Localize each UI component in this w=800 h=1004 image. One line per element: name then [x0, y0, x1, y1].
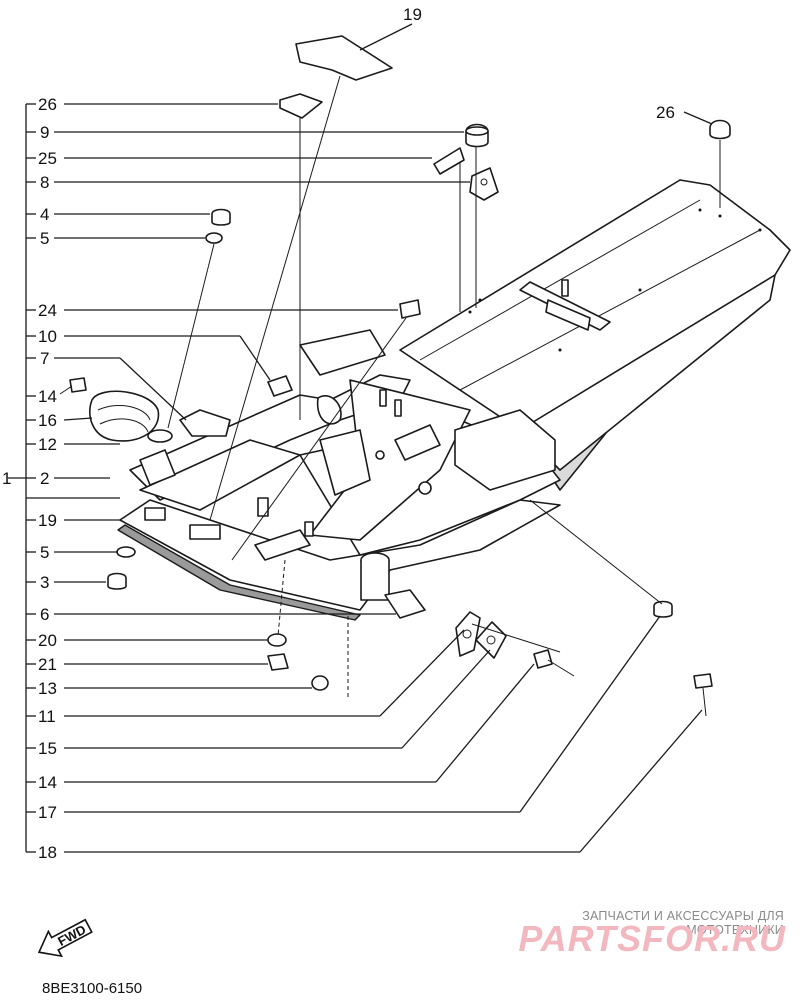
callout-17: 17	[38, 803, 57, 822]
callout-24: 26	[38, 95, 57, 114]
callout-23: 25	[38, 149, 57, 168]
part-16-boot	[88, 390, 160, 442]
callout-20: 20	[38, 631, 57, 650]
callout-5-bottom: 5	[40, 543, 49, 562]
part-24-pad	[279, 93, 323, 119]
main-frame	[117, 329, 561, 621]
part-5-washer-top	[205, 232, 223, 244]
part-22-block	[399, 299, 421, 319]
callout-11: 11	[38, 707, 56, 726]
part-4-nut	[211, 208, 231, 226]
watermark-caption: ЗАПЧАСТИ И АКСЕССУАРЫ ДЛЯ МОТОТЕХНИКИ	[582, 909, 784, 937]
callout-9: 9	[40, 123, 49, 142]
callout-12: 12	[38, 435, 57, 454]
callout-25: 19	[403, 5, 422, 24]
callout-10: 10	[38, 327, 57, 346]
callout-13: 13	[38, 679, 57, 698]
callout-16: 16	[38, 411, 57, 430]
part-7-plate	[147, 409, 231, 443]
part-23-pad	[433, 147, 465, 175]
callout-15: 15	[38, 739, 57, 758]
part-10-block	[267, 375, 293, 397]
part-26-cap	[709, 119, 731, 140]
callout-18: 18	[38, 843, 57, 862]
callout-21: 21	[38, 655, 57, 674]
watermark-logo: PARTSFOR.RU	[518, 918, 786, 959]
tunnel-bracket	[519, 279, 611, 331]
callout-8: 8	[40, 173, 49, 192]
frame-tunnel	[399, 179, 791, 491]
part-5-washer-bottom	[116, 546, 136, 558]
part-25-pad	[295, 35, 393, 81]
callout-14-top: 14	[38, 387, 57, 406]
callout-3: 3	[40, 573, 49, 592]
callout-7: 7	[40, 349, 49, 368]
callout-4: 4	[40, 205, 49, 224]
fwd-label: FWD	[55, 922, 88, 949]
callout-14-bottom: 14	[38, 773, 57, 792]
callout-6: 6	[40, 605, 49, 624]
leader-lines	[8, 23, 721, 853]
diagram-code: 8BE3100-6150	[42, 980, 143, 997]
part-15-bracket	[455, 611, 481, 657]
part-9-cap	[465, 123, 489, 148]
callout-19: 19	[38, 511, 57, 530]
part-18-rivet	[693, 673, 713, 717]
callout-labels: 19 26 9 25 8 26 4 5 24 10 7 14 16 12 1 2…	[2, 5, 675, 862]
part-17-cap	[653, 600, 673, 618]
callout-1: 1	[2, 469, 11, 488]
callout-26: 26	[656, 103, 675, 122]
part-11-bracket	[475, 621, 507, 659]
part-13-spacer	[311, 675, 329, 691]
fwd-arrow-icon: FWD	[37, 918, 93, 958]
part-3-bush	[107, 572, 127, 590]
part-8-bracket	[469, 167, 499, 201]
callout-22: 24	[38, 301, 57, 320]
callout-5-top: 5	[40, 229, 49, 248]
callout-2: 2	[40, 469, 49, 488]
part-21-nut	[267, 653, 289, 671]
part-14-bolt-left	[59, 377, 87, 395]
part-14-pin	[533, 649, 575, 677]
part-20-washer	[267, 633, 287, 647]
